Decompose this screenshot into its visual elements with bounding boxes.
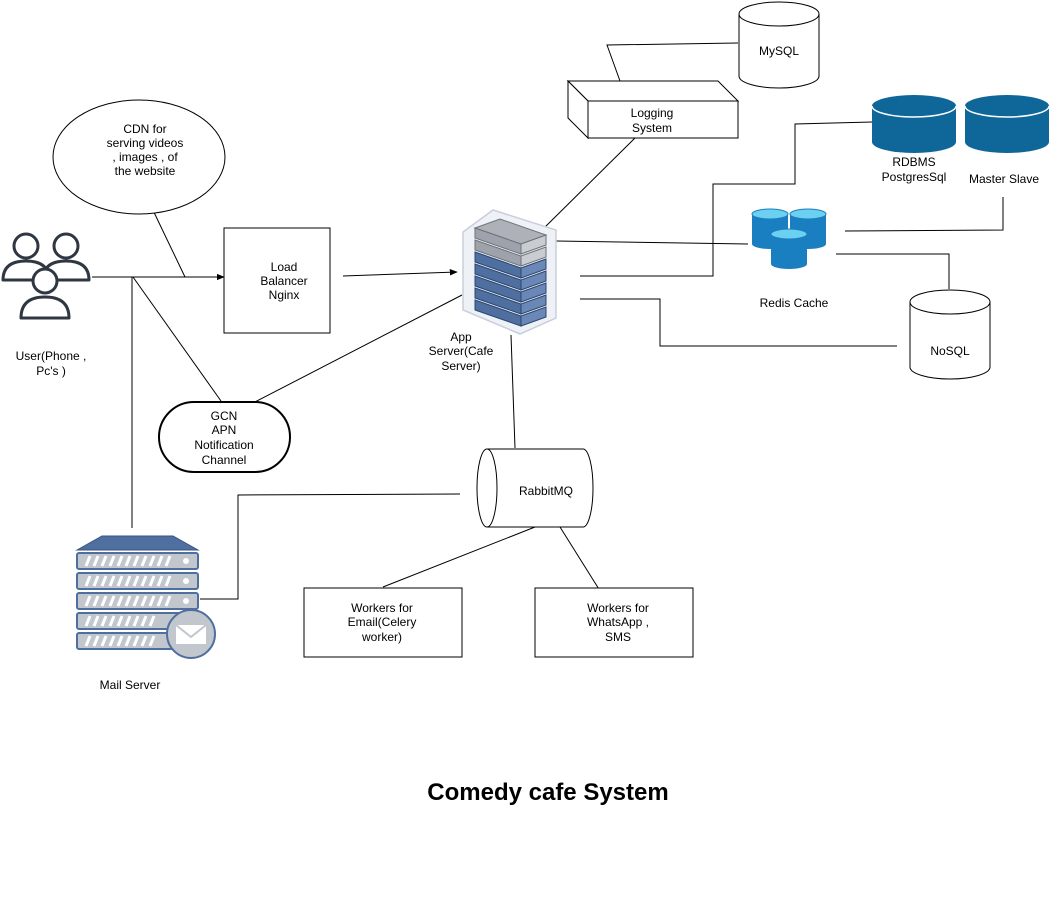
notification-label-line-3: Notification (194, 438, 253, 452)
users-icon (1, 232, 91, 320)
redis-cache-icon (751, 208, 827, 269)
edge-redis-to-nosql (836, 253, 950, 289)
user-label-line-1: User(Phone , (16, 349, 87, 363)
edge-user-to-notification (132, 276, 222, 402)
mail-server-icon (75, 535, 216, 659)
mail-server-node: Mail Server (75, 535, 216, 692)
logging-label-line-2: System (632, 121, 672, 135)
rdbms-node: RDBMS PostgresSql (871, 95, 957, 184)
edge-rabbitmq-to-mailserver (200, 493, 461, 600)
load-balancer-node: Load Balancer Nginx (223, 227, 331, 334)
notification-label-line-4: Channel (202, 453, 247, 467)
workers-whatsapp-label-line-1: Workers for (587, 601, 649, 615)
notification-label-line-1: GCN (211, 409, 238, 423)
workers-email-label-line-3: worker) (361, 630, 402, 644)
workers-whatsapp-node: Workers for WhatsApp , SMS (534, 587, 694, 658)
cdn-label-line-3: , images , of (112, 150, 178, 164)
rabbitmq-node: RabbitMQ (476, 448, 594, 528)
app-server-node: App Server(Cafe Server) (429, 209, 557, 373)
workers-email-node: Workers for Email(Celery worker) (303, 587, 463, 658)
rdbms-label-line-2: PostgresSql (882, 170, 947, 184)
edge-appserver-to-nosql (580, 298, 897, 347)
edge-appserver-to-redis (555, 240, 749, 245)
notification-label-line-2: APN (212, 423, 237, 437)
user-label-line-2: Pc's ) (36, 364, 66, 378)
edge-appserver-to-rabbitmq (510, 334, 516, 449)
cdn-label-line-4: the website (115, 164, 176, 178)
load-balancer-label-line-3: Nginx (269, 288, 300, 302)
diagram-title: Comedy cafe System (427, 779, 668, 806)
nosql-label: NoSQL (930, 344, 970, 358)
app-server-label-line-2: Server(Cafe (429, 344, 494, 358)
redis-label: Redis Cache (760, 296, 829, 310)
edge-logging-to-mysql (606, 42, 739, 82)
workers-email-label-line-1: Workers for (351, 601, 413, 615)
master-slave-node: Master Slave (964, 95, 1050, 186)
cdn-node: CDN for serving videos , images , of the… (52, 99, 226, 215)
cdn-label-line-2: serving videos (107, 136, 184, 150)
nosql-node: NoSQL (909, 289, 991, 380)
edge-loadbalancer-to-appserver (342, 269, 458, 277)
notification-node: GCN APN Notification Channel (158, 401, 291, 473)
workers-whatsapp-label-line-3: SMS (605, 630, 631, 644)
edge-appserver-to-logging (539, 137, 636, 233)
edge-appserver-to-rdbms (580, 121, 873, 277)
logging-node: Logging System (566, 79, 740, 140)
app-server-label-line-1: App (450, 330, 472, 344)
mail-server-label: Mail Server (100, 678, 161, 692)
server-rack-icon (462, 209, 557, 335)
workers-email-label-line-2: Email(Celery (348, 615, 417, 629)
edge-notification-to-appserver (252, 294, 463, 404)
load-balancer-label-line-2: Balancer (260, 274, 307, 288)
rdbms-label-line-1: RDBMS (892, 155, 935, 169)
app-server-label-line-3: Server) (441, 359, 480, 373)
rabbitmq-label: RabbitMQ (519, 484, 573, 498)
edge-cdn-to-user-line (149, 203, 186, 278)
master-slave-label: Master Slave (969, 172, 1039, 186)
load-balancer-label-line-1: Load (271, 260, 298, 274)
edges (92, 42, 1004, 603)
redis-node: Redis Cache (751, 208, 829, 310)
mysql-node: MySQL (738, 1, 820, 89)
workers-whatsapp-label-line-2: WhatsApp , (587, 615, 649, 629)
edge-redis-to-masterslave (844, 197, 1004, 232)
logging-label-line-1: Logging (631, 106, 674, 120)
cdn-label-line-1: CDN for (123, 122, 166, 136)
mysql-label: MySQL (759, 44, 799, 58)
user-node: User(Phone , Pc's ) (1, 232, 91, 378)
edge-rabbitmq-to-emailworkers (382, 526, 536, 588)
